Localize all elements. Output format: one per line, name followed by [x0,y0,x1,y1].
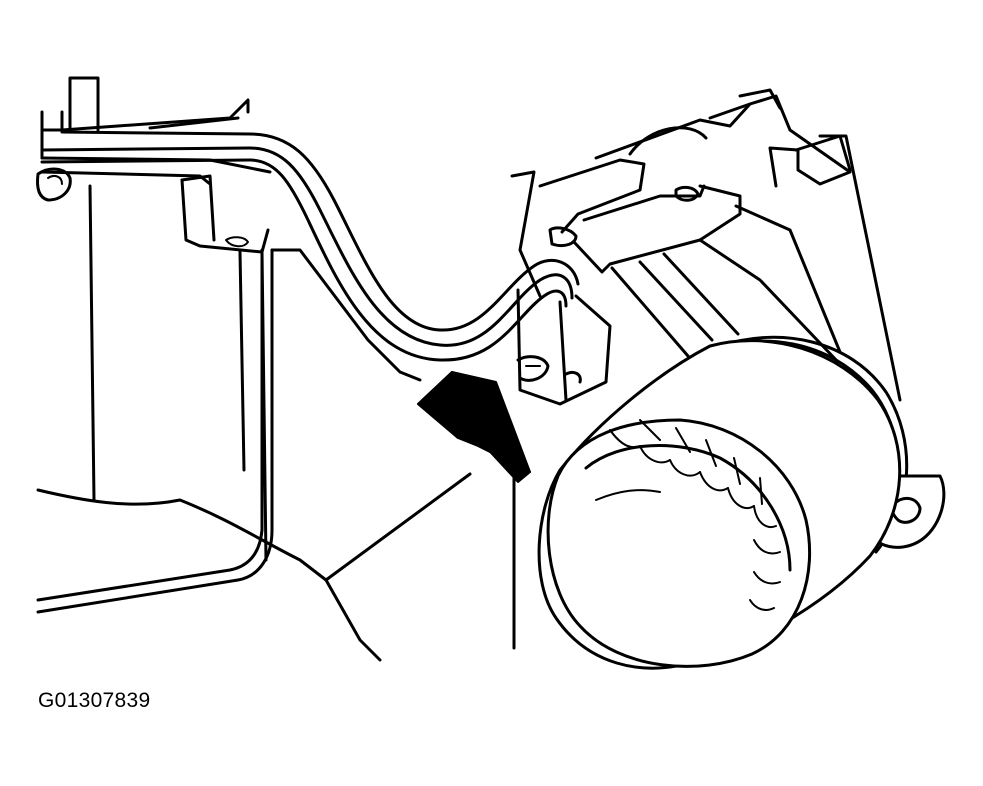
oil-tube [40,130,580,362]
engine-block [36,76,472,662]
filter-grip-flutes [609,419,781,611]
filter-bracket [512,288,612,650]
oil-filter [537,335,946,670]
engine-mount [510,88,902,402]
pointer-arrow [417,371,531,483]
figure-id-label: G01307839 [38,689,151,712]
